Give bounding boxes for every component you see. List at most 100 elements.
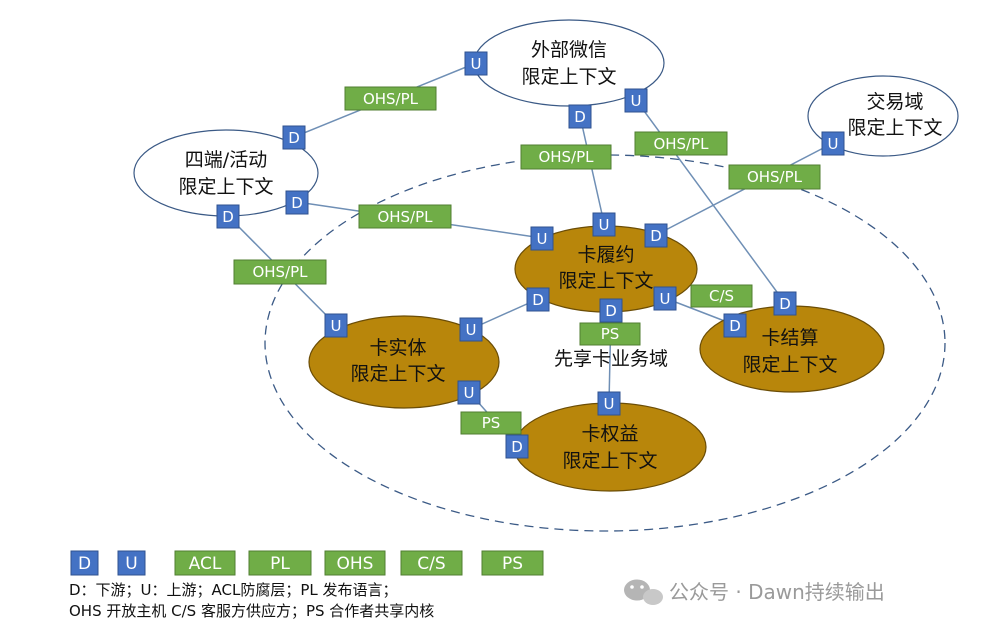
legend: D U ACL PL OHS C/S PS D：下游；U：上游；ACL防腐层；P… — [69, 550, 544, 620]
badge-u-fulfill-lower-right: U — [653, 286, 677, 311]
svg-text:U: U — [599, 216, 610, 234]
badge-u-rights-top: U — [597, 391, 621, 416]
badge-u-trade: U — [821, 131, 845, 156]
tag-cs-fulfill-settle: C/S — [690, 284, 753, 308]
context-settle-name: 卡结算 — [761, 327, 818, 349]
tag-ohs-pl-wechat-fulfill: OHS/PL — [520, 144, 612, 170]
context-rights-shape — [513, 402, 707, 492]
context-wechat-type: 限定上下文 — [521, 66, 616, 88]
watermark: 公众号 · Dawn持续输出 — [624, 579, 885, 605]
svg-text:OHS/PL: OHS/PL — [747, 168, 803, 186]
svg-text:D: D — [288, 129, 300, 147]
tag-ohs-pl-wechat-fourend: OHS/PL — [344, 86, 437, 111]
svg-text:U: U — [660, 290, 671, 308]
badge-u-fulfill-top: U — [592, 212, 616, 237]
context-entity-shape — [308, 315, 500, 409]
context-trade-type: 限定上下文 — [847, 117, 942, 139]
tag-ohs-pl-fourend-entity: OHS/PL — [233, 259, 327, 285]
svg-text:ACL: ACL — [189, 554, 222, 574]
context-rights-type: 限定上下文 — [562, 450, 657, 472]
badge-d-fulfill-lower-left: D — [526, 287, 550, 312]
svg-text:D: D — [532, 291, 544, 309]
svg-text:U: U — [537, 230, 548, 248]
context-rights-name: 卡权益 — [581, 423, 638, 445]
svg-text:D: D — [779, 295, 791, 313]
badge-u-entity-top-left: U — [324, 313, 348, 338]
tag-ohs-pl-fourend-fulfill: OHS/PL — [358, 204, 452, 229]
badge-d-fulfill-right: D — [644, 223, 668, 248]
legend-line-2: OHS 开放主机 C/S 客服方供应方；PS 合作者共享内核 — [69, 602, 434, 620]
svg-text:U: U — [604, 395, 615, 413]
svg-text:PS: PS — [482, 414, 501, 432]
svg-text:OHS: OHS — [337, 554, 374, 574]
legend-line-1: D：下游；U：上游；ACL防腐层；PL 发布语言； — [69, 581, 398, 599]
badge-d-wechat-bottom: D — [568, 104, 592, 129]
svg-text:D: D — [511, 438, 523, 456]
svg-text:C/S: C/S — [417, 554, 445, 574]
svg-text:D: D — [222, 208, 234, 226]
context-fourend: 四端/活动 限定上下文 — [133, 129, 319, 217]
svg-text:OHS/PL: OHS/PL — [377, 208, 433, 226]
svg-text:C/S: C/S — [709, 287, 734, 305]
badge-d-fulfill-bottom: D — [599, 298, 623, 323]
svg-text:U: U — [471, 55, 482, 73]
domain-boundary — [264, 154, 946, 532]
badge-d-settle-top: D — [773, 291, 797, 316]
domain-label: 先享卡业务域 — [554, 348, 668, 370]
legend-chip-ohs: OHS — [324, 550, 386, 576]
context-fourend-name: 四端/活动 — [185, 149, 267, 171]
watermark-text: 公众号 · Dawn持续输出 — [669, 580, 885, 604]
badge-u-entity-bottom: U — [457, 380, 481, 405]
svg-text:U: U — [331, 317, 342, 335]
tag-ohs-pl-wechat-settle: OHS/PL — [634, 131, 728, 156]
badge-d-settle-left: D — [723, 313, 747, 338]
legend-chip-ps: PS — [481, 550, 544, 576]
svg-text:D: D — [291, 194, 303, 212]
wechat-icon — [624, 579, 663, 605]
svg-text:D: D — [650, 227, 662, 245]
context-trade-name: 交易域 — [866, 91, 923, 113]
badge-d-fourend-bottom-left: D — [216, 204, 240, 229]
svg-text:U: U — [466, 321, 477, 339]
tag-ohs-pl-trade-fulfill: OHS/PL — [728, 164, 821, 190]
svg-text:PS: PS — [601, 325, 620, 343]
svg-text:D: D — [605, 302, 617, 320]
legend-chip-d: D — [70, 550, 99, 576]
context-fulfill-name: 卡履约 — [577, 244, 634, 266]
badge-u-wechat-right: U — [624, 88, 648, 113]
badge-u-fulfill-left: U — [530, 226, 554, 251]
legend-chip-u: U — [117, 550, 146, 576]
svg-text:U: U — [828, 135, 839, 153]
badge-d-fourend-top: D — [282, 125, 306, 150]
badge-u-wechat-left: U — [464, 51, 488, 76]
svg-text:U: U — [464, 384, 475, 402]
context-settle-type: 限定上下文 — [742, 354, 837, 376]
context-fourend-type: 限定上下文 — [178, 176, 273, 198]
legend-chip-cs: C/S — [400, 550, 463, 576]
context-wechat-name: 外部微信 — [531, 39, 607, 61]
context-entity-type: 限定上下文 — [350, 363, 445, 385]
svg-text:D: D — [78, 554, 91, 574]
badge-d-rights-left: D — [505, 434, 529, 459]
svg-text:OHS/PL: OHS/PL — [252, 263, 308, 281]
svg-text:OHS/PL: OHS/PL — [653, 135, 709, 153]
svg-text:D: D — [729, 317, 741, 335]
tag-ps-entity-rights: PS — [460, 411, 522, 435]
svg-text:U: U — [125, 554, 137, 574]
context-trade-shape — [807, 75, 959, 157]
svg-text:U: U — [631, 92, 642, 110]
context-entity: 卡实体 限定上下文 — [308, 315, 500, 409]
context-fulfill-type: 限定上下文 — [558, 270, 653, 292]
svg-text:D: D — [574, 108, 586, 126]
tag-ps-fulfill-rights: PS — [579, 322, 641, 346]
svg-text:PS: PS — [502, 554, 523, 574]
svg-text:OHS/PL: OHS/PL — [363, 90, 419, 108]
svg-text:PL: PL — [270, 554, 290, 574]
legend-chip-pl: PL — [248, 550, 312, 576]
badge-d-fourend-right: D — [285, 190, 309, 215]
context-trade: 交易域 限定上下文 — [807, 75, 959, 157]
legend-chip-acl: ACL — [174, 550, 236, 576]
context-rights: 卡权益 限定上下文 — [513, 402, 707, 492]
context-entity-name: 卡实体 — [369, 337, 426, 359]
